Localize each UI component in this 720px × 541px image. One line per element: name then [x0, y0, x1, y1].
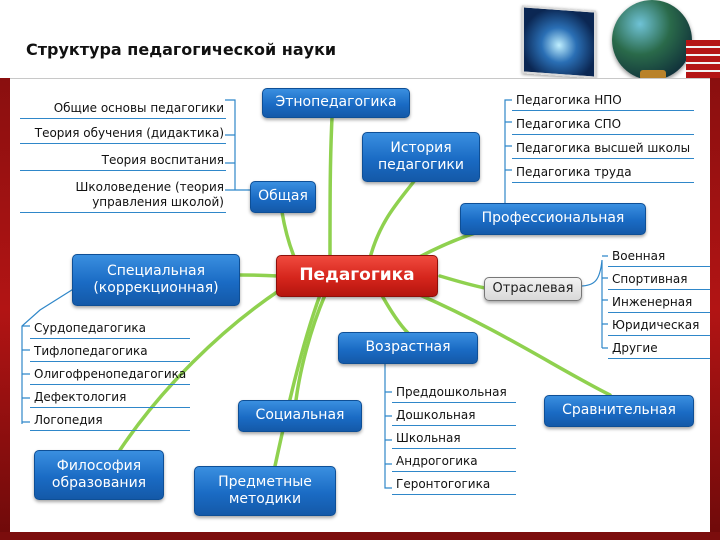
list-item: Теория обучения (дидактика) [20, 123, 226, 144]
list-item: Теория воспитания [20, 150, 226, 171]
list-item: Тифлопедагогика [30, 341, 190, 362]
books-icon [686, 40, 720, 80]
link-center-vozrastnaya [378, 290, 410, 335]
list-professional: Педагогика НПО Педагогика СПО Педагогика… [512, 90, 694, 183]
list-item: Дошкольная [392, 405, 516, 426]
bracket-professional [504, 99, 512, 205]
node-vozrastnaya: Возрастная [338, 332, 478, 364]
right-frame-band [710, 78, 720, 540]
list-item: Преддошкольная [392, 382, 516, 403]
globe-stand-icon [640, 70, 666, 80]
link-center-filosofia [118, 288, 282, 452]
link-center-history [368, 178, 417, 260]
list-item: Юридическая [608, 315, 710, 336]
list-item: Школьная [392, 428, 516, 449]
link-center-sravnitelnaya [418, 293, 612, 397]
list-item: Сурдопедагогика [30, 318, 190, 339]
bracket-specialnaya [21, 287, 76, 424]
node-otraslevaya: Отраслевая [484, 277, 582, 301]
node-obshaya: Общая [250, 181, 316, 213]
list-item: Андрогогика [392, 451, 516, 472]
list-item: Олигофренопедагогика [30, 364, 190, 385]
node-filosofia: Философия образования [34, 450, 164, 500]
link-center-socialnaya [294, 293, 327, 402]
list-otraslevaya: Военная Спортивная Инженерная Юридическа… [608, 246, 710, 359]
list-item: Общие основы педагогики [20, 98, 226, 119]
node-socialnaya: Социальная [238, 400, 362, 432]
list-item: Школоведение (теория управления школой) [20, 177, 226, 213]
slide-title: Структура педагогической науки [26, 40, 337, 59]
link-center-specialnaya [238, 273, 280, 278]
bracket-otraslevaya [579, 255, 608, 349]
list-item: Инженерная [608, 292, 710, 313]
list-item: Спортивная [608, 269, 710, 290]
bracket-vozrastnaya [384, 362, 392, 489]
node-predmetnye: Предметные методики [194, 466, 336, 516]
list-item: Педагогика СПО [512, 114, 694, 135]
node-etno: Этнопедагогика [262, 88, 410, 118]
link-center-etno [328, 116, 334, 260]
list-item: Педагогика труда [512, 162, 694, 183]
node-history: История педагогики [362, 132, 480, 182]
list-item: Педагогика НПО [512, 90, 694, 111]
list-vozrastnaya: Преддошкольная Дошкольная Школьная Андро… [392, 382, 516, 495]
list-item: Дефектология [30, 387, 190, 408]
node-professional: Профессиональная [460, 203, 646, 235]
list-item: Военная [608, 246, 710, 267]
bracket-obshaya [225, 99, 250, 191]
bottom-frame-band [0, 532, 720, 540]
globe-icon [612, 0, 692, 80]
link-center-predmetnye [273, 293, 322, 468]
list-item: Другие [608, 338, 710, 359]
node-sravnitelnaya: Сравнительная [544, 395, 694, 427]
list-specialnaya: Сурдопедагогика Тифлопедагогика Олигофре… [30, 318, 190, 431]
node-specialnaya: Специальная (коррекционная) [72, 254, 240, 306]
list-obshaya: Общие основы педагогики Теория обучения … [20, 98, 226, 213]
list-item: Логопедия [30, 410, 190, 431]
link-center-otraslevaya [438, 274, 487, 290]
left-frame-band [0, 78, 10, 540]
center-node: Педагогика [276, 255, 438, 297]
list-item: Геронтогогика [392, 474, 516, 495]
list-item: Педагогика высшей школы [512, 138, 694, 159]
